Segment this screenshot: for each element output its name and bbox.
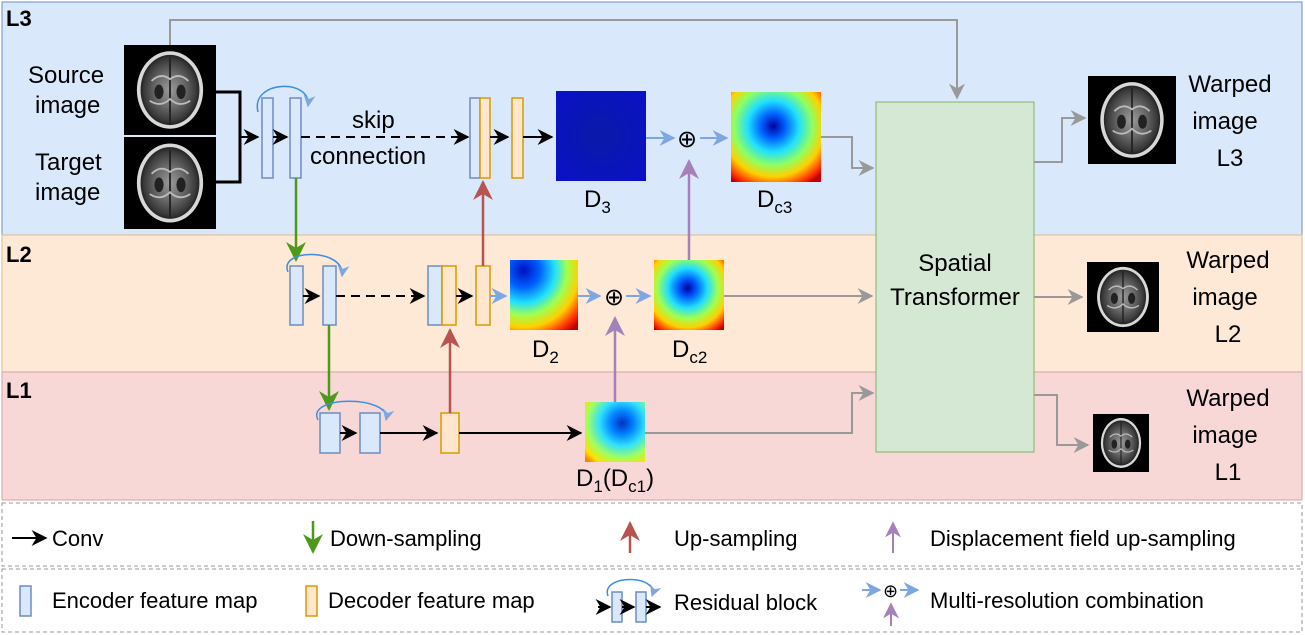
legend-encoder: Encoder feature map (52, 588, 257, 613)
d1-field (585, 402, 645, 462)
source-image (123, 44, 217, 136)
warped-l3-line3: L3 (1217, 145, 1244, 172)
warped-l1-line1: Warped (1186, 385, 1269, 412)
source-label-line1: Source (28, 62, 104, 89)
l2-decoder-map (475, 265, 491, 326)
l3-combine-icon: ⊕ (677, 126, 697, 153)
l1-decoder-map (440, 412, 460, 454)
l3-residual-arrow (256, 85, 316, 113)
d2-field (510, 260, 578, 330)
l2-concat-decoder (441, 265, 457, 326)
l1-encoder-map-1 (319, 412, 341, 454)
warped-l2-line2: image (1192, 284, 1257, 311)
source-label-line2: image (35, 92, 100, 119)
legend-residual-icon (595, 578, 662, 623)
dc2-field (654, 260, 724, 330)
legend-decoder-icon (305, 585, 318, 617)
legend-up: Up-sampling (674, 526, 798, 551)
d3-label: D3 (584, 186, 611, 217)
legend-disp-up: Displacement field up-sampling (930, 526, 1236, 551)
target-label-line1: Target (35, 149, 102, 176)
legend-encoder-icon (19, 585, 32, 617)
warped-image-l1 (1092, 413, 1150, 473)
transformer-label-line2: Transformer (890, 284, 1020, 311)
l1-residual-arrow (315, 400, 395, 422)
transformer-label-line1: Spatial (918, 250, 991, 277)
dc3-label: Dc3 (757, 186, 792, 217)
level-label-l1: L1 (6, 378, 32, 403)
l1-encoder-map-2 (359, 412, 381, 454)
d3-field (556, 91, 646, 181)
spatial-transformer (875, 101, 1035, 453)
l3-encoder-map-2 (289, 97, 302, 179)
d2-label: D2 (532, 336, 559, 367)
warped-l3-line2: image (1192, 108, 1257, 135)
legend-multires: Multi-resolution combination (930, 588, 1204, 613)
skip-label-line1: skip (352, 107, 395, 134)
level-label-l2: L2 (6, 242, 32, 267)
warped-image-l2 (1086, 261, 1160, 333)
l2-concat-encoder (427, 265, 443, 326)
dc2-label: Dc2 (672, 336, 707, 367)
l3-concat-decoder (479, 97, 491, 179)
d1-label: D1(Dc1) (576, 465, 654, 496)
l2-residual-arrow (286, 253, 350, 278)
l3-encoder-map-1 (261, 97, 274, 179)
warped-l2-line1: Warped (1186, 247, 1269, 274)
l3-concat-encoder (469, 97, 481, 179)
warped-l3-line1: Warped (1188, 71, 1271, 98)
legend-conv: Conv (52, 526, 103, 551)
l2-combine-icon: ⊕ (604, 284, 624, 311)
level-label-l3: L3 (6, 6, 32, 31)
legend-box-1 (1, 502, 1303, 567)
warped-l1-line2: image (1192, 422, 1257, 449)
skip-label-line2: connection (310, 143, 426, 170)
band-l2 (1, 234, 1303, 373)
legend-down: Down-sampling (330, 526, 482, 551)
dc3-field (731, 92, 821, 182)
legend-decoder: Decoder feature map (328, 588, 535, 613)
target-label-line2: image (35, 179, 100, 206)
l2-encoder-map-2 (322, 265, 337, 326)
svg-text:⊕: ⊕ (883, 581, 898, 601)
warped-image-l3 (1087, 75, 1177, 165)
l2-encoder-map-1 (289, 265, 304, 326)
legend-multires-icon: ⊕ (862, 581, 920, 626)
warped-l2-line3: L2 (1215, 321, 1242, 348)
warped-l1-line3: L1 (1215, 459, 1242, 486)
band-l1 (1, 371, 1303, 501)
target-image (123, 136, 217, 230)
l3-decoder-map (511, 97, 524, 179)
legend-residual: Residual block (674, 590, 818, 615)
